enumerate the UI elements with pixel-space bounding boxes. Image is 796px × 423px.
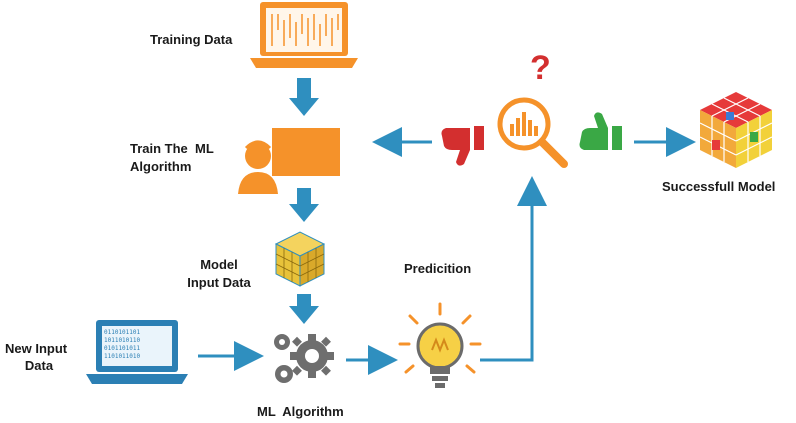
arrow-down-icon bbox=[289, 78, 319, 116]
training-laptop-icon bbox=[250, 2, 358, 68]
successful-model-label: Successfull Model bbox=[662, 179, 776, 194]
arrow-down-icon bbox=[289, 294, 319, 324]
svg-text:0110101101: 0110101101 bbox=[104, 329, 141, 336]
thumbs-up-icon bbox=[579, 112, 622, 150]
model-input-label-line1: Model bbox=[200, 257, 238, 272]
svg-text:1101011010: 1101011010 bbox=[104, 353, 141, 360]
ml-algorithm-label: ML Algorithm bbox=[257, 404, 344, 419]
lightbulb-icon bbox=[398, 302, 482, 388]
arrow-prediction-to-evaluation bbox=[480, 176, 547, 362]
svg-text:0101101011: 0101101011 bbox=[104, 345, 141, 352]
question-mark-icon: ? bbox=[530, 49, 551, 87]
train-algorithm-label-line2: Algorithm bbox=[130, 159, 192, 174]
presenter-icon bbox=[238, 128, 340, 194]
new-input-label-line1: New Input bbox=[5, 341, 68, 356]
rubik-cube-icon bbox=[699, 92, 773, 168]
thumbs-down-icon bbox=[441, 126, 484, 166]
data-cube-icon bbox=[274, 231, 326, 287]
train-algorithm-label-line1: Train The ML bbox=[130, 141, 214, 156]
model-input-label-line2: Input Data bbox=[187, 275, 251, 290]
new-input-label-line2: Data bbox=[24, 358, 54, 373]
prediction-label: Predicition bbox=[404, 261, 472, 276]
training-data-label: Training Data bbox=[150, 32, 233, 47]
arrow-down-icon bbox=[289, 188, 319, 222]
gear-icon bbox=[274, 334, 334, 383]
svg-text:1011010110: 1011010110 bbox=[104, 337, 141, 344]
input-laptop-icon: 0110101101 1011010110 0101101011 1101011… bbox=[86, 320, 188, 384]
magnifier-chart-icon bbox=[497, 97, 568, 168]
